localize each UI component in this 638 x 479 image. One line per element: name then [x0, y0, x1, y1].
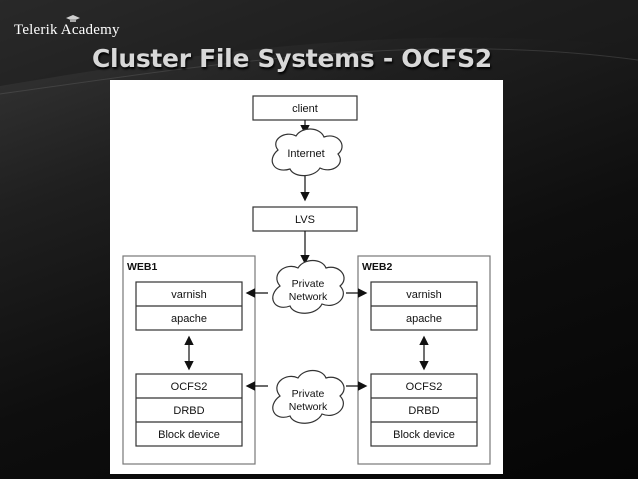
- internet-cloud: Internet: [271, 128, 343, 177]
- graduation-cap-icon: [66, 15, 80, 22]
- web2-apache: apache: [406, 313, 442, 325]
- private-network-line2: Network: [289, 291, 328, 303]
- internet-label: Internet: [287, 148, 324, 160]
- web1-label: WEB1: [127, 261, 157, 273]
- web2-server: WEB2 varnish apache OCFS2 DRBD Block dev…: [357, 255, 491, 465]
- logo-text: Telerik Academy: [14, 22, 120, 38]
- lvs-label: LVS: [295, 214, 315, 226]
- private-network-line1: Private: [292, 278, 325, 290]
- architecture-diagram: client Internet LVS WEB1 varnish apache: [110, 80, 503, 474]
- client-node: client: [252, 95, 358, 121]
- web1-ocfs2: OCFS2: [171, 381, 208, 393]
- web2-drbd: DRBD: [408, 405, 439, 417]
- web1-block-device: Block device: [158, 429, 220, 441]
- private-network-line1-bottom: Private: [292, 388, 325, 400]
- web2-varnish: varnish: [406, 289, 441, 301]
- web1-varnish: varnish: [171, 289, 206, 301]
- private-network-line2-bottom: Network: [289, 401, 328, 413]
- diagram-canvas: client Internet LVS WEB1 varnish apache: [122, 95, 491, 465]
- client-label: client: [292, 103, 318, 115]
- web1-apache: apache: [171, 313, 207, 325]
- private-network-cloud-top: Private Network: [272, 259, 345, 314]
- lvs-node: LVS: [252, 206, 358, 232]
- web1-drbd: DRBD: [173, 405, 204, 417]
- private-network-cloud-bottom: Private Network: [272, 369, 345, 424]
- web2-ocfs2: OCFS2: [406, 381, 443, 393]
- telerik-academy-logo: Telerik Academy: [14, 15, 120, 39]
- slide-title: Cluster File Systems - OCFS2: [92, 44, 492, 73]
- web1-server: WEB1 varnish apache OCFS2 DRBD Block dev…: [122, 255, 256, 465]
- web2-label: WEB2: [362, 261, 392, 273]
- web2-block-device: Block device: [393, 429, 455, 441]
